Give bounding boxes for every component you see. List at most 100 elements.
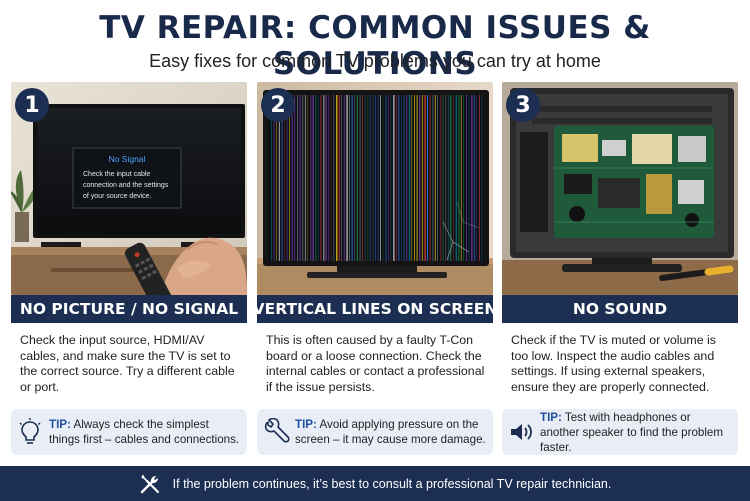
screen-line: [341, 95, 342, 261]
screen-line: [442, 95, 444, 261]
issue-heading: NO PICTURE / NO SIGNAL: [11, 295, 247, 323]
tv-vertical-lines-photo: [257, 82, 493, 295]
screen-line: [473, 95, 476, 261]
screen-line: [367, 95, 369, 261]
screen-line: [320, 95, 322, 261]
screen-line: [375, 95, 376, 261]
screen-line: [419, 95, 421, 261]
tip-box: TIP: Always check the simplest things fi…: [11, 409, 247, 455]
screen-line: [276, 95, 277, 261]
screen-line: [406, 95, 408, 261]
tv-no-signal-photo: No Signal Check the input cable connecti…: [11, 82, 247, 295]
screen-line: [362, 95, 363, 261]
issue-description: Check the input source, HDMI/AV cables, …: [20, 333, 235, 394]
screen-line: [440, 95, 442, 261]
screen-line: [476, 95, 478, 261]
screen-line: [411, 95, 413, 261]
issue-heading: NO SOUND: [502, 295, 738, 323]
screen-line: [401, 95, 402, 261]
speaker-icon: [502, 409, 540, 455]
screen-line: [479, 95, 480, 261]
screen-line: [455, 95, 457, 261]
screen-line: [302, 95, 304, 261]
screen-line: [317, 95, 319, 261]
screen-line: [289, 95, 290, 261]
step-number-badge: 3: [506, 88, 540, 122]
footer-banner: If the problem continues, it’s best to c…: [0, 466, 750, 501]
tip-label: TIP:: [295, 418, 317, 431]
screen-line: [304, 95, 307, 261]
screen-line: [434, 95, 436, 261]
screen-line: [281, 95, 283, 261]
tip-label: TIP:: [49, 418, 71, 431]
screen-line: [421, 95, 424, 261]
lightbulb-icon: [11, 409, 49, 455]
screen-line: [338, 95, 340, 261]
issue-card-vertical-lines: 2 VERTICAL LINES ON SCREEN This is often…: [253, 82, 497, 458]
page-subtitle: Easy fixes for common TV problems you ca…: [149, 51, 601, 71]
screen-line: [453, 95, 454, 261]
screen-line: [307, 95, 309, 261]
screen-line: [343, 95, 345, 261]
screen-line: [395, 95, 397, 261]
tip-box: TIP: Test with headphones or another spe…: [502, 409, 738, 455]
screen-line: [393, 95, 395, 261]
tv-circuit-board-photo: [502, 82, 738, 295]
screen-line: [398, 95, 400, 261]
wrench-icon: [257, 409, 295, 455]
no-signal-line: of your source device.: [83, 193, 152, 200]
screen-line: [471, 95, 473, 261]
no-signal-title: No Signal: [109, 154, 146, 164]
screen-line: [359, 95, 361, 261]
step-number-badge: 2: [261, 88, 295, 122]
screen-line: [445, 95, 447, 261]
screen-line: [468, 95, 470, 261]
screen-line: [466, 95, 467, 261]
screen-line: [377, 95, 379, 261]
screen-line: [328, 95, 330, 261]
screen-line: [291, 95, 293, 261]
screen-line: [297, 95, 299, 261]
screen-line: [380, 95, 381, 261]
tip-box: TIP: Avoid applying pressure on the scre…: [257, 409, 493, 455]
tools-icon: [139, 473, 161, 495]
screen-line: [390, 95, 392, 261]
screen-line: [388, 95, 389, 261]
screen-line: [364, 95, 366, 261]
screen-line: [312, 95, 314, 261]
screen-line: [427, 95, 428, 261]
screen-line: [299, 95, 302, 261]
screen-line: [323, 95, 325, 261]
screen-line: [356, 95, 358, 261]
issue-card-no-signal: No Signal Check the input cable connecti…: [11, 82, 247, 458]
issue-heading: VERTICAL LINES ON SCREEN: [253, 295, 497, 323]
screen-line: [429, 95, 431, 261]
screen-line: [325, 95, 327, 261]
screen-line: [463, 95, 465, 261]
screen-line: [284, 95, 285, 261]
screen-line: [336, 95, 338, 261]
screen-line: [403, 95, 405, 261]
tip-text: Test with headphones or another speaker …: [540, 410, 724, 454]
issue-card-no-sound: 3 NO SOUND Check if the TV is muted or v…: [502, 82, 738, 458]
screen-line: [385, 95, 387, 261]
screen-line: [330, 95, 332, 261]
screen-line: [450, 95, 452, 261]
screen-line: [346, 95, 348, 261]
screen-line: [481, 95, 483, 261]
screen-line: [372, 95, 374, 261]
screen-line: [351, 95, 353, 261]
screen-line: [310, 95, 312, 261]
screen-line: [424, 95, 426, 261]
screen-line: [286, 95, 288, 261]
step-number-badge: 1: [15, 88, 49, 122]
screen-line: [333, 95, 335, 261]
screen-line: [271, 95, 272, 261]
footer-text: If the problem continues, it’s best to c…: [172, 476, 612, 491]
tip-text: Always check the simplest things first –…: [49, 418, 240, 446]
page-title: TV REPAIR: COMMON ISSUES & SOLUTIONS: [99, 10, 651, 82]
screen-line: [354, 95, 356, 261]
screen-line: [437, 95, 438, 261]
tip-label: TIP:: [540, 410, 562, 424]
no-signal-line: Check the input cable: [83, 171, 150, 178]
